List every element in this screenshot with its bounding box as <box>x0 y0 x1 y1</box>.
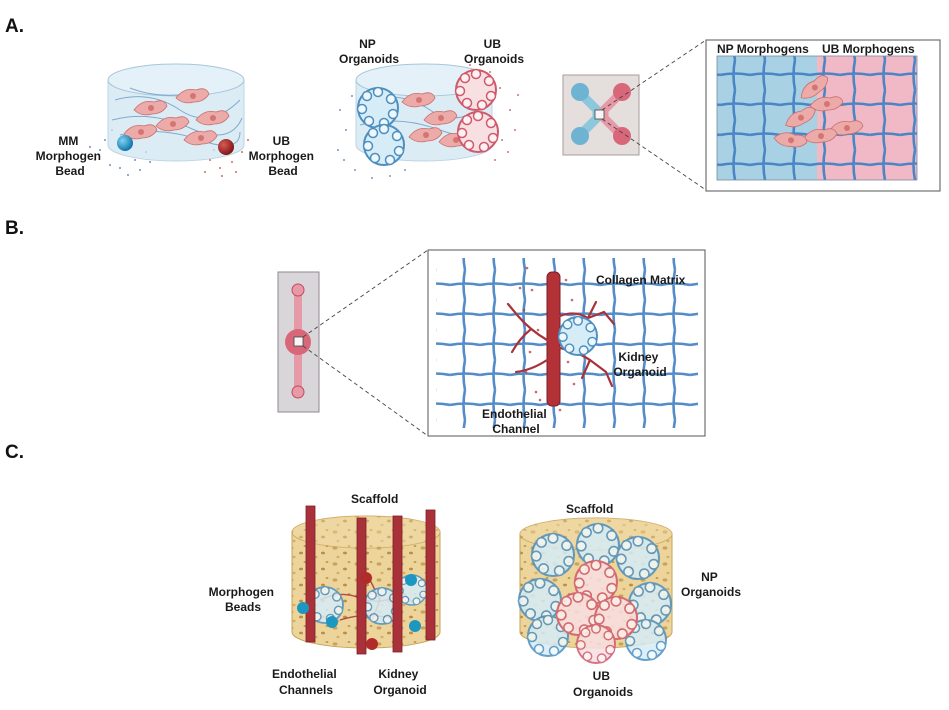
panel-c-letter: C. <box>5 442 24 463</box>
mm-morphogen-bead-label: MM Morphogen Bead <box>36 134 105 178</box>
morphogen-beads-label: Morphogen Beads <box>209 585 278 614</box>
scaffold-label-left: Scaffold <box>351 492 398 506</box>
np-morphogens-label: NP Morphogens <box>717 42 809 56</box>
microfluidic-chip-a <box>562 74 640 156</box>
mm-morphogen-bead <box>117 135 133 151</box>
microfluidic-chip-b <box>277 271 320 413</box>
endothelial-channels-label: Endothelial Channels <box>272 667 340 697</box>
endothelial-channel-b <box>546 271 561 407</box>
np-organoids-label-c: NP Organoids <box>681 570 741 599</box>
ub-organoids-label-c: UB Organoids <box>573 669 633 699</box>
hydrogel-with-beads <box>89 63 249 177</box>
endothelial-channel-label: Endothelial Channel <box>482 407 550 436</box>
collagen-matrix-label: Collagen Matrix <box>596 273 686 287</box>
hydrogel-with-organoids <box>337 63 519 179</box>
kidney-organoid-label-c: Kidney Organoid <box>373 667 426 697</box>
panel-b-letter: B. <box>5 218 24 239</box>
kidney-organoid-b <box>557 315 598 356</box>
ub-morphogen-bead <box>218 139 234 155</box>
ub-morphogen-bead-label: UB Morphogen Bead <box>249 134 318 178</box>
ub-morphogens-label: UB Morphogens <box>822 42 915 56</box>
scaffold-with-vessels <box>291 505 441 655</box>
panel-a-letter: A. <box>5 16 24 37</box>
zoom-box-a <box>705 39 941 192</box>
scaffold-with-organoids <box>517 517 673 664</box>
zoom-lines-b <box>302 249 429 437</box>
kidney-organoid-label-b: Kidney Organoid <box>613 350 666 379</box>
scaffold-label-right: Scaffold <box>566 502 613 516</box>
zoom-box-b <box>427 249 706 437</box>
np-organoids-label-a: NP Organoids <box>339 37 399 66</box>
ub-organoids-label-a: UB Organoids <box>464 37 524 66</box>
